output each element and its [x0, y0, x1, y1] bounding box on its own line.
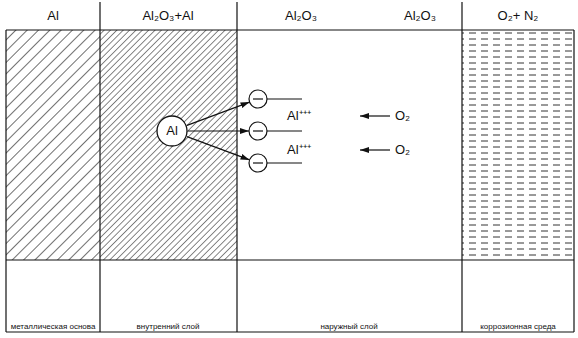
- layer-caption: коррозионная среда: [480, 322, 556, 331]
- ion-label: Al⁺⁺⁺: [287, 143, 311, 158]
- oxygen-arrows: [360, 116, 390, 150]
- molecule-label: O₂: [395, 143, 410, 158]
- column-heading: Al₂O₃: [285, 9, 317, 24]
- atom-label: Al: [166, 124, 178, 139]
- atom-circle: Al: [156, 115, 188, 147]
- metal-base-column: Al металлическая основа: [6, 0, 100, 334]
- column-heading: Al₂O₃: [404, 9, 436, 24]
- outer-layer-area: [237, 30, 462, 260]
- column-heading: Al₂O₃+Al: [142, 9, 193, 24]
- electron-symbols: [249, 90, 302, 172]
- layer-caption: внутренний слой: [137, 322, 200, 331]
- molecule-label: O₂: [395, 109, 410, 124]
- atom-circle-shape: [157, 116, 187, 146]
- ion-label: Al⁺⁺⁺: [287, 109, 311, 124]
- column-heading: Al: [47, 9, 59, 24]
- electron-arrows: [187, 102, 250, 160]
- corrosion-medium-column: O₂+ N₂ коррозионная среда: [462, 0, 574, 334]
- outer-layer-column: Al₂O₃ Al₂O₃ наружный слой: [237, 0, 462, 334]
- metal-hatching: [6, 30, 100, 260]
- layer-caption: наружный слой: [320, 322, 377, 331]
- medium-dashes: [462, 30, 574, 260]
- column-heading: O₂+ N₂: [498, 9, 539, 24]
- layer-caption: металлическая основа: [11, 322, 96, 331]
- frame-lines: [6, 2, 574, 332]
- inner-layer-column: Al₂O₃+Al внутренний слой Al: [100, 0, 237, 334]
- inner-layer-hatching: [100, 30, 237, 260]
